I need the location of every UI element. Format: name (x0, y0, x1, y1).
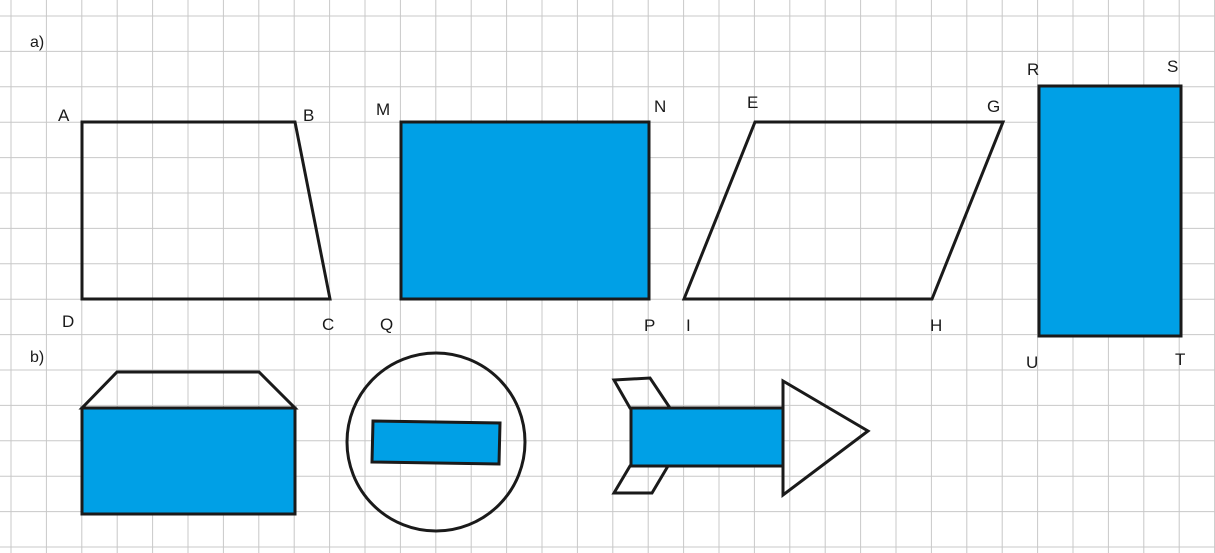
circle-with-rectangle (345, 351, 527, 533)
vertex-label-g: G (987, 97, 1000, 116)
rectangle-rstu-shape (1037, 84, 1183, 338)
vertex-label-p: P (644, 316, 655, 335)
vertex-label-u: U (1026, 353, 1038, 372)
vertex-label-a: A (58, 106, 70, 125)
rectangle-rstu: R S T U (1026, 57, 1185, 372)
vertex-label-h: H (930, 316, 942, 335)
rectangle-mnpq: M N P Q (376, 97, 666, 335)
rectangle-mnpq-shape (399, 120, 651, 301)
inner-rectangle (370, 419, 502, 466)
vertex-label-d: D (62, 312, 74, 331)
vertex-label-r: R (1027, 60, 1039, 79)
part-b-label: b) (30, 349, 44, 366)
house-body (80, 406, 297, 516)
vertex-label-n: N (654, 97, 666, 116)
vertex-label-s: S (1167, 57, 1178, 76)
arrow-head (781, 378, 871, 499)
arrow-shape (611, 376, 871, 499)
trapezoid-abcd: A B C D (58, 106, 334, 334)
vertex-label-t: T (1175, 350, 1185, 369)
vertex-label-e: E (747, 93, 758, 112)
circle-outline (345, 351, 527, 533)
parallelogram-shape (681, 120, 1006, 301)
vertex-label-c: C (322, 315, 334, 334)
arrow-shaft (629, 406, 785, 468)
trapezoid-shape (80, 120, 332, 301)
arrow-fin-bottom (611, 464, 671, 495)
part-a-label: a) (30, 34, 44, 51)
vertex-label-i: I (686, 316, 691, 335)
vertex-label-b: B (303, 106, 314, 125)
parallelogram-eghi: E G H I (681, 93, 1006, 335)
vertex-label-m: M (376, 100, 390, 119)
vertex-label-q: Q (380, 315, 393, 334)
arrow-fin-top (611, 376, 673, 410)
house-shape (78, 370, 299, 516)
